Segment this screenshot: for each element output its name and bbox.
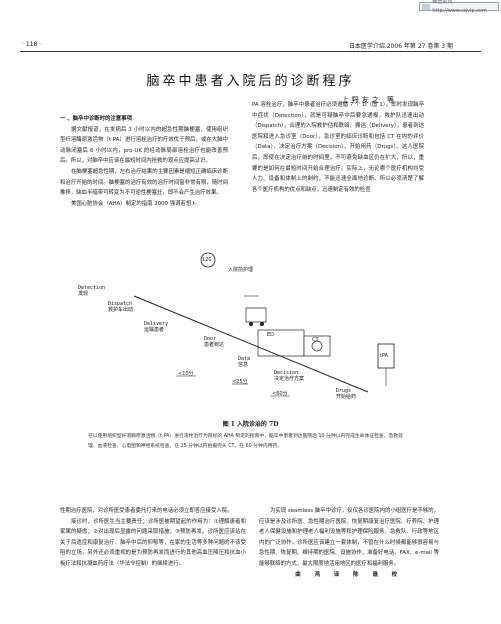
ct-scanner-icon	[303, 335, 331, 357]
time-10min: <10分	[178, 371, 194, 377]
time-25min: <25分	[232, 379, 248, 385]
text-column-3: 性期治疗医院，对诊所医受患者委托打来的电话必须立即答应接受入院。 接诊时，诊所医…	[60, 506, 246, 570]
step-detection: Detection 发现	[78, 285, 106, 297]
watermark-text: 维普资讯 http://www.cqvip.com	[432, 0, 487, 14]
clock-label: 120	[202, 257, 212, 263]
article-title: 脑卒中患者入院后的诊断程序	[146, 74, 355, 89]
page-number: · 118 ·	[22, 41, 42, 48]
timeline-diagonal	[133, 295, 369, 393]
step-data: Data 信息	[238, 356, 251, 368]
ambulance-icon	[245, 307, 267, 323]
time-60min: <60分	[272, 391, 288, 397]
step-door: Door 患者到达	[204, 336, 225, 348]
paragraph: 美国心脏协会（AHA）制定的指南 2000 强调若想 t-	[71, 200, 197, 207]
tpa-label: tPA	[380, 353, 389, 359]
text-column-2: PA 溶栓治疗，脑卒中患者治疗必须遵循 7 个 D（图 1）。即时发现脑卒中症状…	[252, 100, 424, 195]
step-decision: Decision 决定治疗方案	[274, 370, 305, 382]
text-column-1: 一 、脑卒中诊断时的注意事项 据文献报道，在发病后 3 小时以内的超急性期脑梗塞…	[60, 114, 228, 209]
prehospital-label: 入院前护理	[228, 267, 254, 273]
ed-room-icon	[257, 329, 305, 357]
paragraph: 在脑梗塞超急性期，左右治疗结果的主要因素是缩短正确临床诊断和治疗开始的时间。脑梗…	[60, 168, 228, 197]
ct-label: CT	[312, 337, 319, 343]
step-delivery: Delivery 运输患者	[144, 321, 169, 333]
watermark-badge: 维普资讯 http://www.cqvip.com	[419, 0, 499, 14]
journal-header: 日本医学介绍 2006 年第 27 卷第 3 期	[348, 43, 453, 50]
translator-credit: 曲 鸿 译 陈 谯 校	[295, 571, 403, 578]
figure-7d-diagram: 120 入院前护理 Detection 发现 Dispatch 救护车出动 De…	[68, 252, 448, 404]
paragraph: PA 溶栓治疗，脑卒中患者治疗必须遵循 7 个 D（图 1）。即时发现脑卒中症状…	[252, 102, 424, 193]
article-author: 上野友之 等	[341, 96, 397, 104]
section-heading: 一 、脑卒中诊断时的注意事项	[60, 116, 132, 122]
paragraph: 据文献报道，在发病后 3 小时以内的超急性期脑梗塞，使用组织型纤溶酶原激活物（t…	[60, 126, 228, 165]
paragraph: 为实现 seamless 脑卒中诊疗，仅仅各诊医院内的小组医疗是不够的，应该是涉…	[259, 508, 439, 567]
diagram-lines	[133, 252, 395, 397]
paragraph: 接诊时，诊所医生当主要责任；诊所医被期望起的作用为：①理解患者和家属的疑虑；②对…	[60, 518, 246, 567]
step-drugs: Drugs 开始给药	[336, 388, 357, 400]
figure-caption: 在以使用组织型纤溶酶原激活物（t-PA）进行溶栓治疗为目标的 AHA 制定的指南…	[88, 434, 403, 449]
clock-icon	[200, 252, 216, 268]
text-column-4: 为实现 seamless 脑卒中诊疗，仅仅各诊医院内的小组医疗是不够的，应该是涉…	[259, 506, 439, 580]
header-divider	[20, 51, 481, 52]
figure-title: 图 1 入院诊治的 7D	[222, 421, 279, 428]
step-dispatch: Dispatch 救护车出动	[108, 301, 134, 313]
ed-label: ED	[267, 332, 275, 338]
paragraph: 性期治疗医院，对诊所医受患者委托打来的电话必须立即答应接受入院。	[60, 508, 233, 514]
watermark-logo-icon	[422, 3, 431, 10]
